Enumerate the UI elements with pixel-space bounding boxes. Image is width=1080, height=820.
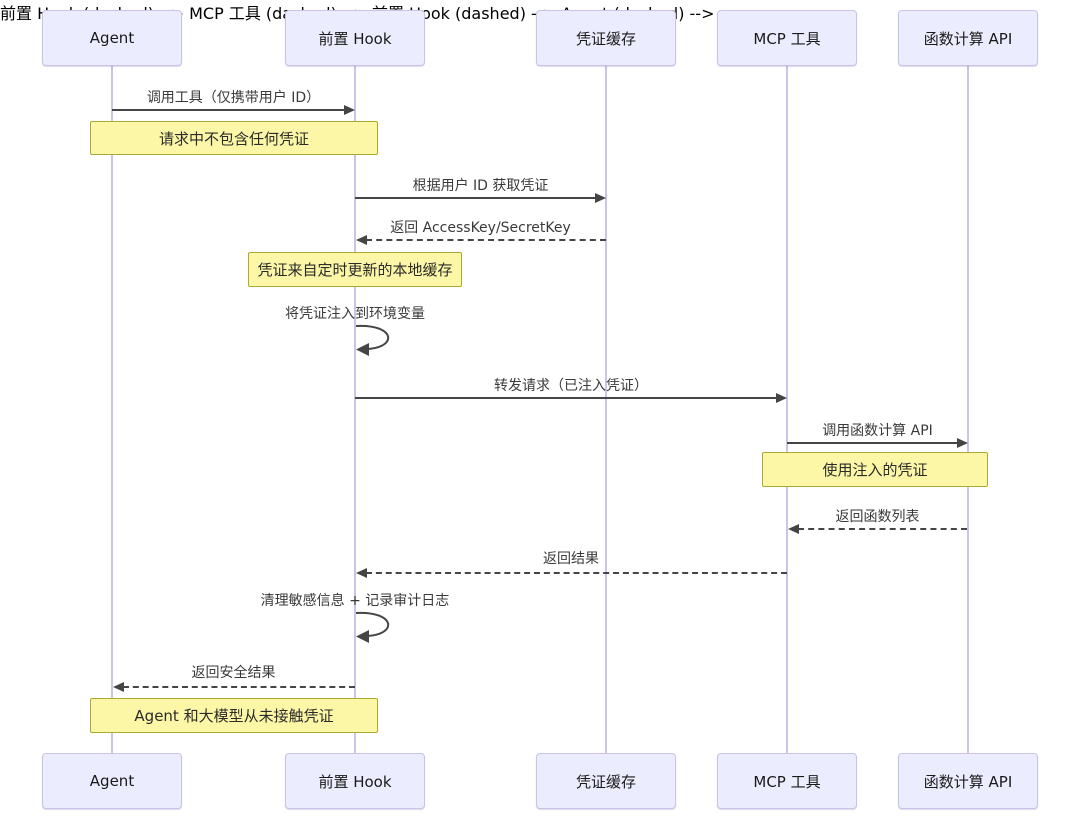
arrow-head-right-icon (957, 438, 968, 448)
message-call-fc-api-line (787, 442, 958, 444)
participant-mcp-tool-top: MCP 工具 (717, 10, 857, 66)
participant-label: MCP 工具 (753, 29, 821, 48)
lifeline-pre-hook (354, 66, 356, 753)
participant-label: Agent (89, 29, 135, 47)
arrow-head-left-icon (113, 682, 124, 692)
message-return-safe-result-label: 返回安全结果 (191, 665, 276, 681)
participant-fc-api-top: 函数计算 API (898, 10, 1038, 66)
lifeline-mcp-tool (786, 66, 788, 753)
message-clean-audit-label: 清理敏感信息 + 记录审计日志 (260, 593, 450, 609)
note-never-touch-credential: Agent 和大模型从未接触凭证 (90, 698, 378, 733)
arrow-head-left-icon (356, 568, 367, 578)
self-loop-arrow-icon (356, 611, 389, 643)
participant-credential-cache-top: 凭证缓存 (536, 10, 676, 66)
participant-agent-bottom: Agent (42, 753, 182, 809)
lifeline-credential-cache (605, 66, 607, 753)
message-return-function-list-line (798, 528, 967, 530)
arrow-head-left-icon (788, 524, 799, 534)
message-forward-request-label: 转发请求（已注入凭证） (494, 378, 648, 394)
message-call-tool-line (112, 109, 345, 111)
participant-label: 函数计算 API (923, 772, 1013, 791)
message-return-keys-label: 返回 AccessKey/SecretKey (390, 220, 571, 236)
message-return-result-label: 返回结果 (543, 551, 599, 567)
participant-label: 凭证缓存 (575, 772, 636, 791)
note-label: 使用注入的凭证 (822, 461, 928, 479)
participant-label: 前置 Hook (318, 772, 392, 791)
message-return-safe-result-line (123, 686, 355, 688)
participant-agent-top: Agent (42, 10, 182, 66)
participant-label: Agent (89, 772, 135, 790)
lifeline-agent (111, 66, 113, 753)
message-get-credential-label: 根据用户 ID 获取凭证 (412, 178, 549, 194)
arrow-head-right-icon (776, 393, 787, 403)
message-get-credential-line (355, 197, 596, 199)
participant-mcp-tool-bottom: MCP 工具 (717, 753, 857, 809)
message-return-function-list-label: 返回函数列表 (835, 509, 920, 525)
self-loop-arrow-icon (356, 324, 389, 356)
participant-pre-hook-bottom: 前置 Hook (285, 753, 425, 809)
participant-fc-api-bottom: 函数计算 API (898, 753, 1038, 809)
message-call-tool-label: 调用工具（仅携带用户 ID） (146, 90, 321, 106)
participant-credential-cache-bottom: 凭证缓存 (536, 753, 676, 809)
message-forward-request-line (355, 397, 777, 399)
arrow-head-right-icon (595, 193, 606, 203)
participant-pre-hook-top: 前置 Hook (285, 10, 425, 66)
note-label: Agent 和大模型从未接触凭证 (134, 707, 334, 725)
note-label: 凭证来自定时更新的本地缓存 (257, 261, 453, 279)
message-inject-env-label: 将凭证注入到环境变量 (285, 306, 425, 322)
lifeline-fc-api (967, 66, 969, 753)
note-use-injected-credential: 使用注入的凭证 (762, 452, 988, 487)
arrow-head-right-icon (344, 105, 355, 115)
participant-label: MCP 工具 (753, 772, 821, 791)
message-return-result-line (366, 572, 787, 574)
participant-label: 凭证缓存 (575, 29, 636, 48)
note-local-cache: 凭证来自定时更新的本地缓存 (248, 252, 462, 287)
note-label: 请求中不包含任何凭证 (158, 129, 309, 148)
arrow-head-left-icon (356, 235, 367, 245)
participant-label: 函数计算 API (923, 29, 1013, 48)
message-return-keys-line (366, 239, 606, 241)
message-call-fc-api-label: 调用函数计算 API (822, 423, 933, 439)
participant-label: 前置 Hook (318, 29, 392, 48)
note-no-credentials: 请求中不包含任何凭证 (90, 121, 378, 155)
